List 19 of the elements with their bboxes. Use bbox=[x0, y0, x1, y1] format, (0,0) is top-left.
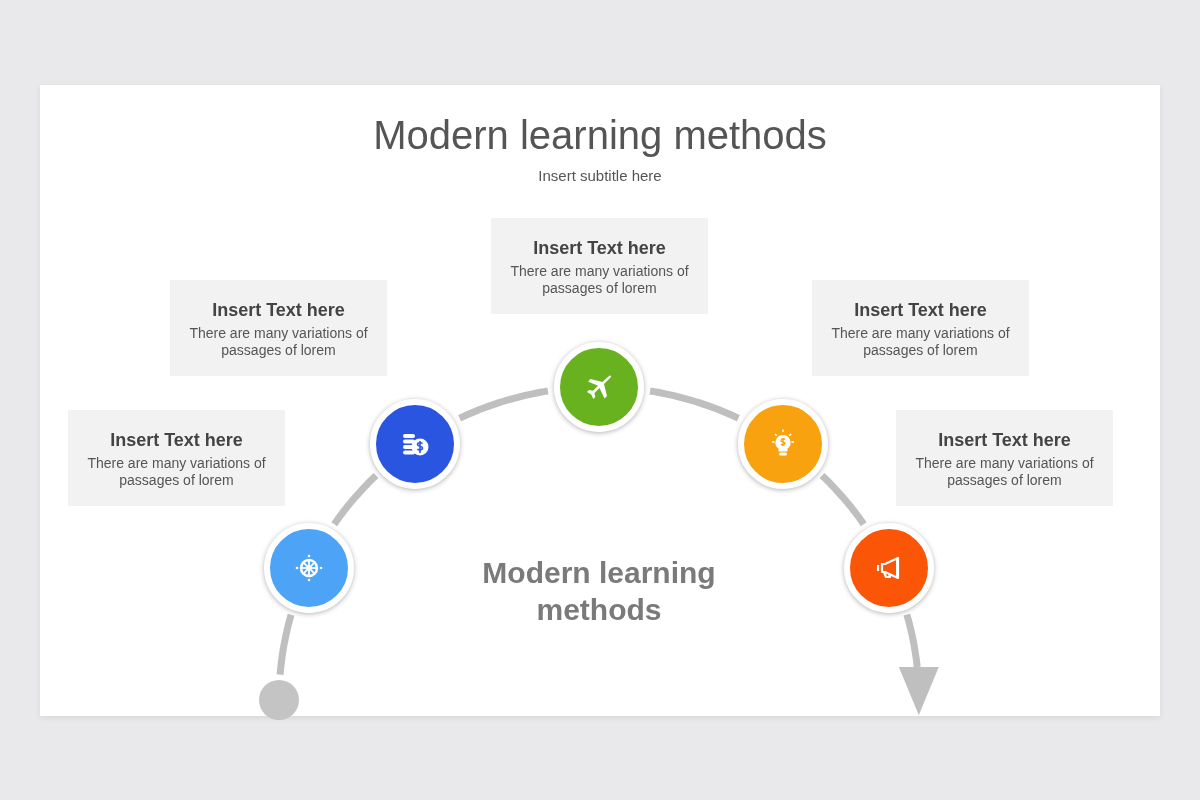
box-description: There are many variations of passages of lorem bbox=[830, 325, 1011, 359]
arrow bbox=[898, 613, 939, 716]
box-description: There are many variations of passages of lorem bbox=[86, 455, 267, 489]
connector-line bbox=[458, 387, 549, 422]
slide-title: Modern learning methods bbox=[372, 112, 828, 158]
box-description: There are many variations of passages of lorem bbox=[509, 263, 690, 297]
box-heading: Insert Text here bbox=[212, 300, 345, 320]
center-label: Modern learning methods bbox=[481, 555, 717, 628]
box-heading: Insert Text here bbox=[110, 430, 243, 450]
box-heading: Insert Text here bbox=[533, 238, 666, 258]
connector-line bbox=[331, 472, 379, 527]
box-heading: Insert Text here bbox=[854, 300, 987, 320]
connector-line bbox=[819, 472, 867, 527]
connector-line bbox=[276, 613, 295, 676]
connector-line bbox=[649, 387, 740, 422]
box-description: There are many variations of passages of lorem bbox=[914, 455, 1095, 489]
subtitle: Insert subtitle here bbox=[537, 167, 663, 184]
box-description: There are many variations of passages of lorem bbox=[188, 325, 369, 359]
box-heading: Insert Text here bbox=[938, 430, 1071, 450]
